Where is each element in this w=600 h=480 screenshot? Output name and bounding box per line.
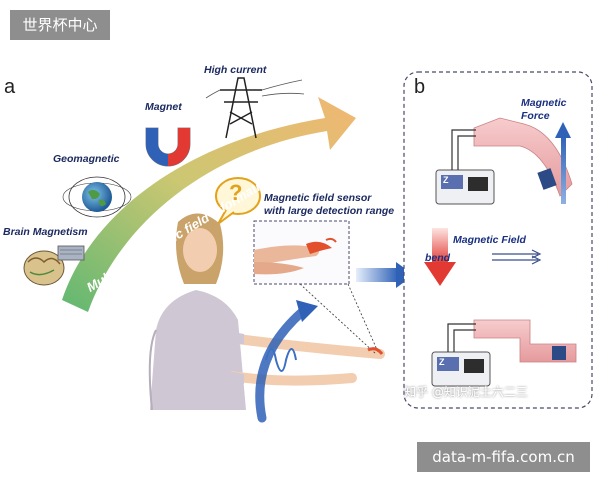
- sensor-inset: [253, 220, 350, 285]
- watermark-top-left: 世界杯中心: [10, 10, 110, 40]
- woman-figure: [148, 213, 385, 411]
- magnetic-field-arrows: [492, 249, 542, 265]
- sensor-label-line2: with large detection range: [264, 205, 395, 217]
- sensor-label: Magnetic field sensor with large detecti…: [264, 192, 394, 218]
- brain-icon: [23, 245, 85, 286]
- rotation-arrow: [255, 300, 318, 423]
- measurement-device-top: [435, 129, 495, 205]
- magnetic-field-label: Magnetic Field: [453, 234, 526, 246]
- earth-icon: [62, 176, 132, 218]
- magnetic-force-label: Magnetic Force: [521, 97, 567, 123]
- label-geomagnetic: Geomagnetic: [53, 153, 120, 165]
- magnetic-force-line2: Force: [521, 110, 550, 122]
- multiple-information-arrow: [62, 97, 356, 312]
- panel-a-letter: a: [4, 76, 16, 98]
- magnet-icon: [145, 127, 191, 167]
- magnetic-force-arrow: [555, 122, 571, 204]
- label-magnet: Magnet: [145, 101, 182, 113]
- pylon-icon: [205, 77, 305, 139]
- device-letter-bottom: Z: [439, 357, 445, 367]
- question-mark: ?: [229, 180, 243, 205]
- device-letter-top: Z: [443, 175, 449, 185]
- measurement-device-bottom: [431, 323, 491, 387]
- projection-lines: [299, 283, 379, 355]
- magnetic-force-line1: Magnetic: [521, 97, 567, 109]
- question-bubble: [215, 177, 261, 225]
- bend-label: bend: [425, 252, 451, 264]
- watermark-corner: 知乎 @知识泥土六二三: [404, 385, 528, 399]
- flat-strip: [473, 319, 577, 363]
- fingertip-sensor: [367, 347, 384, 355]
- bend-arrow: [424, 228, 456, 286]
- bent-strip: [473, 117, 573, 197]
- panel-b-letter: b: [414, 76, 426, 98]
- sensor-label-line1: Magnetic field sensor: [264, 192, 372, 204]
- watermark-bottom-right: data-m-fifa.com.cn: [417, 442, 590, 472]
- label-high-current: High current: [204, 64, 267, 76]
- label-brain-magnetism: Brain Magnetism: [3, 226, 88, 238]
